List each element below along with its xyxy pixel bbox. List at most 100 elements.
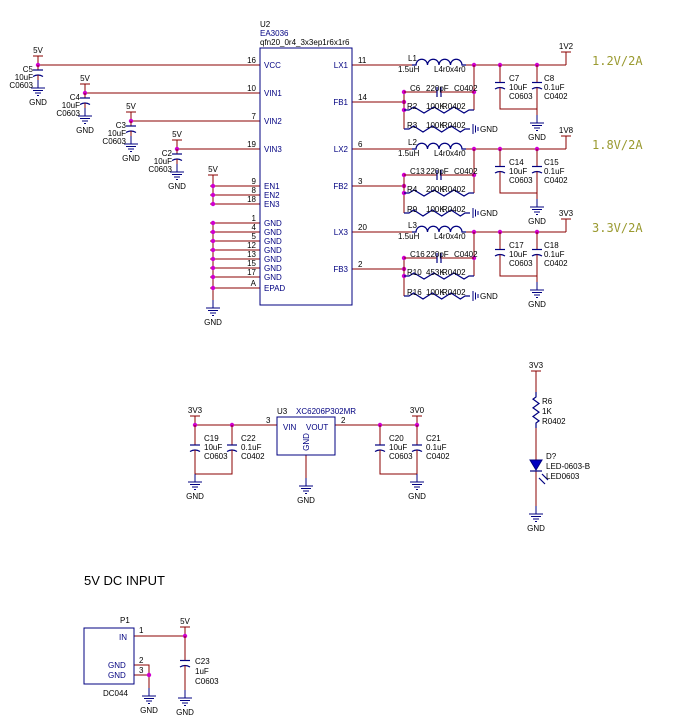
ldo-in-wire [194,416,277,426]
power-net-label: 3V3 [188,406,203,415]
cff-ref: C6 [410,84,421,93]
cap-value: 0.1uF [241,443,262,452]
junction-dot [210,229,216,235]
cap-footprint: C0402 [544,176,568,185]
cap-value: 0.1uF [426,443,447,452]
cap-footprint: C0603 [102,137,126,146]
gnd-label: GND [408,492,426,501]
cap-value: 0.1uF [544,83,565,92]
junction-dot [210,238,216,244]
inductor-value: 1.5uH [398,149,420,158]
u3-ref: U3 [277,407,288,416]
power-net-label: 3V3 [559,209,574,218]
cap-value: 10uF [389,443,407,452]
resistor-zigzag [531,392,541,428]
gnd-label: GND [186,492,204,501]
inductor [412,142,466,150]
power-net-label: 5V [33,46,43,55]
u3-pin-number: 3 [266,416,271,425]
u2-pin-number: 4 [252,223,257,232]
u3-pin-vin: VIN [283,423,297,432]
resistor-zigzag [404,292,470,300]
junction-dot [210,192,216,198]
u2-pin-name: GND [264,219,282,228]
gnd-label: GND [176,708,194,716]
gnd-label: GND [76,126,94,135]
capacitor [226,425,238,470]
gnd-label: GND [168,182,186,191]
junction-dot [210,220,216,226]
led-diode [529,459,543,471]
u2-pin-number: 1 [252,214,257,223]
u3-body [276,416,336,456]
r6-ref: R6 [542,397,553,406]
gnd-label: GND [480,125,498,134]
cap-value: 10uF [108,129,126,138]
resistor [404,106,474,114]
u2-pin-name: GND [264,255,282,264]
resistor-zigzag [404,125,470,133]
gnd-label: GND [528,300,546,309]
cap-ref: C2 [162,149,173,158]
dc-gnd-wire [134,664,150,688]
rtop-ref: R4 [407,185,418,194]
cap-value: 10uF [509,83,527,92]
cap-ref: C21 [426,434,441,443]
gnd-label: GND [480,209,498,218]
ground-symbol [530,199,544,215]
cap-footprint: C0603 [509,92,533,101]
cap-gnd-wire [499,272,538,277]
u2-pin-name: GND [264,228,282,237]
cap-ref: C4 [70,93,81,102]
cap-footprint: C0402 [544,92,568,101]
gnd-label: GND [204,318,222,327]
ground-symbol [78,108,92,124]
cap-footprint: C0603 [389,452,413,461]
capacitor [171,149,183,164]
p1-body [83,627,135,685]
gnd-label: GND [122,154,140,163]
u2-body [259,47,353,306]
led-value: LED-0603-B [546,462,590,471]
inductor-ref: L1 [408,54,417,63]
u2-pin-name: LX2 [334,145,349,154]
rbot-value: 100K [426,288,445,297]
r6-value: 1K [542,407,552,416]
inductor-coil [412,225,466,233]
cff-value: 220pF [426,167,449,176]
junction-dot [210,201,216,207]
inductor [412,58,466,66]
u2-pin-number: 10 [247,84,256,93]
u2-pin-name: GND [264,264,282,273]
cap-footprint: C0603 [204,452,228,461]
gnd-label: GND [480,292,498,301]
cff-ref: C16 [410,250,425,259]
cff-value: 220pF [426,84,449,93]
p1-pin-gnd: GND [108,661,126,670]
inductor-coil [412,58,466,66]
ground-symbol [178,690,192,706]
p1-value: DC044 [103,689,128,698]
cap-gnd-wire [499,105,538,110]
u2-pin-name: VCC [264,61,281,70]
rbot-ref: R3 [407,121,418,130]
capacitor [79,93,91,108]
led-emission-arrow [538,477,546,485]
resistor [404,125,470,133]
cap-value: 10uF [204,443,222,452]
u2-pin-name: VIN1 [264,89,282,98]
u2-pin-number: 13 [247,250,256,259]
p1-pin-number: 2 [139,656,144,665]
cap-gnd-wire [499,189,538,194]
supply-wire [84,84,260,94]
u2-pin-name: LX1 [334,61,349,70]
u2-pin-number: 11 [358,56,367,65]
junction-dot [210,183,216,189]
power-net-label: 1V2 [559,42,574,51]
cap-value: 0.1uF [544,167,565,176]
u2-pin-number: 18 [247,195,256,204]
resistor-zigzag [404,189,474,197]
u2-pin-number: 6 [358,140,363,149]
ground-symbol [472,208,479,218]
